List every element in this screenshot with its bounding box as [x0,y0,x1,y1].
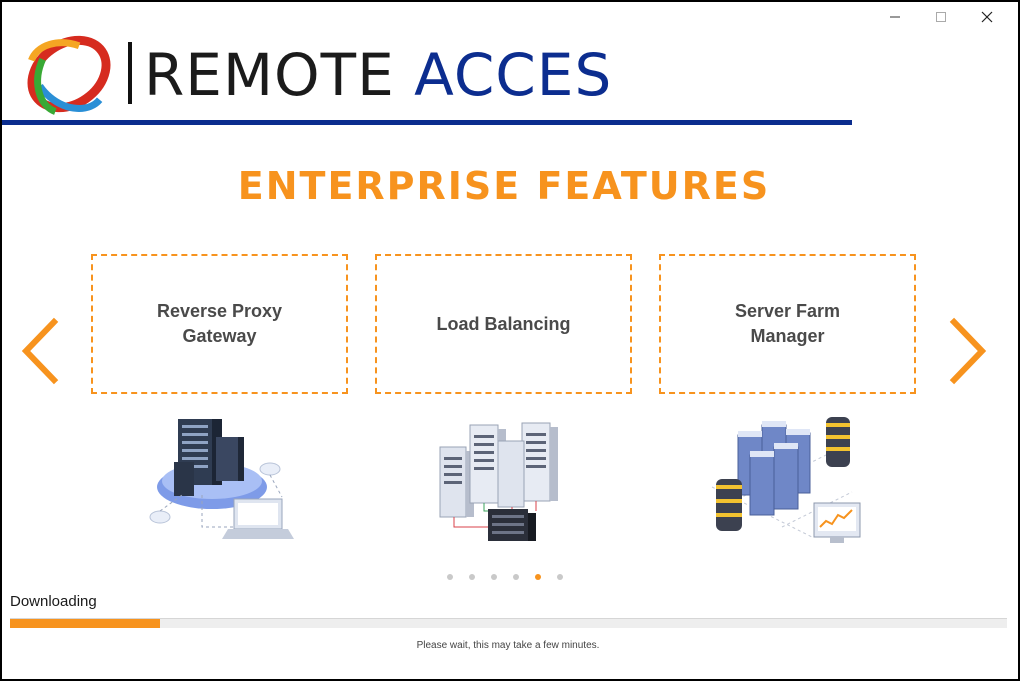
close-button[interactable] [964,6,1010,28]
download-progress-bar [10,618,1007,628]
carousel-dot-6[interactable] [557,574,563,580]
feature-card-server-farm[interactable]: Server Farm Manager [659,254,916,394]
logo-divider [128,42,132,104]
section-title: ENTERPRISE FEATURES [237,164,771,208]
carousel-dot-4[interactable] [513,574,519,580]
status-label: Downloading [10,593,97,610]
chevron-left-icon [21,317,59,385]
load-balancing-illustration [439,422,558,541]
carousel-prev-button[interactable] [16,314,66,388]
brand-title: REMOTE ACCES [144,42,612,108]
brand-title-part2: ACCES [414,41,613,109]
chevron-right-icon [949,317,987,385]
reverse-proxy-illustration [149,419,294,539]
feature-card-load-balancing[interactable]: Load Balancing [375,254,632,394]
carousel-dot-3[interactable] [491,574,497,580]
carousel-dot-2[interactable] [469,574,475,580]
feature-card-label: Reverse Proxy Gateway [156,301,283,346]
carousel-dot-1[interactable] [447,574,453,580]
server-farm-illustration [711,417,861,543]
window-controls [872,6,1010,28]
brand-title-part1: REMOTE [144,41,415,109]
header-divider [2,120,852,125]
carousel-next-button[interactable] [942,314,992,388]
maximize-button[interactable] [918,6,964,28]
feature-card-reverse-proxy[interactable]: Reverse Proxy Gateway [91,254,348,394]
minimize-icon [890,16,900,18]
close-icon [981,11,993,23]
wait-message: Please wait, this may take a few minutes… [416,640,600,651]
feature-card-label: Server Farm Manager [734,301,841,346]
carousel-pagination [447,574,563,580]
feature-card-label: Load Balancing [436,313,571,334]
maximize-icon [936,12,946,22]
minimize-button[interactable] [872,6,918,28]
carousel-dot-5[interactable] [535,574,541,580]
download-progress-fill [10,619,160,628]
logo-icon [26,31,112,117]
